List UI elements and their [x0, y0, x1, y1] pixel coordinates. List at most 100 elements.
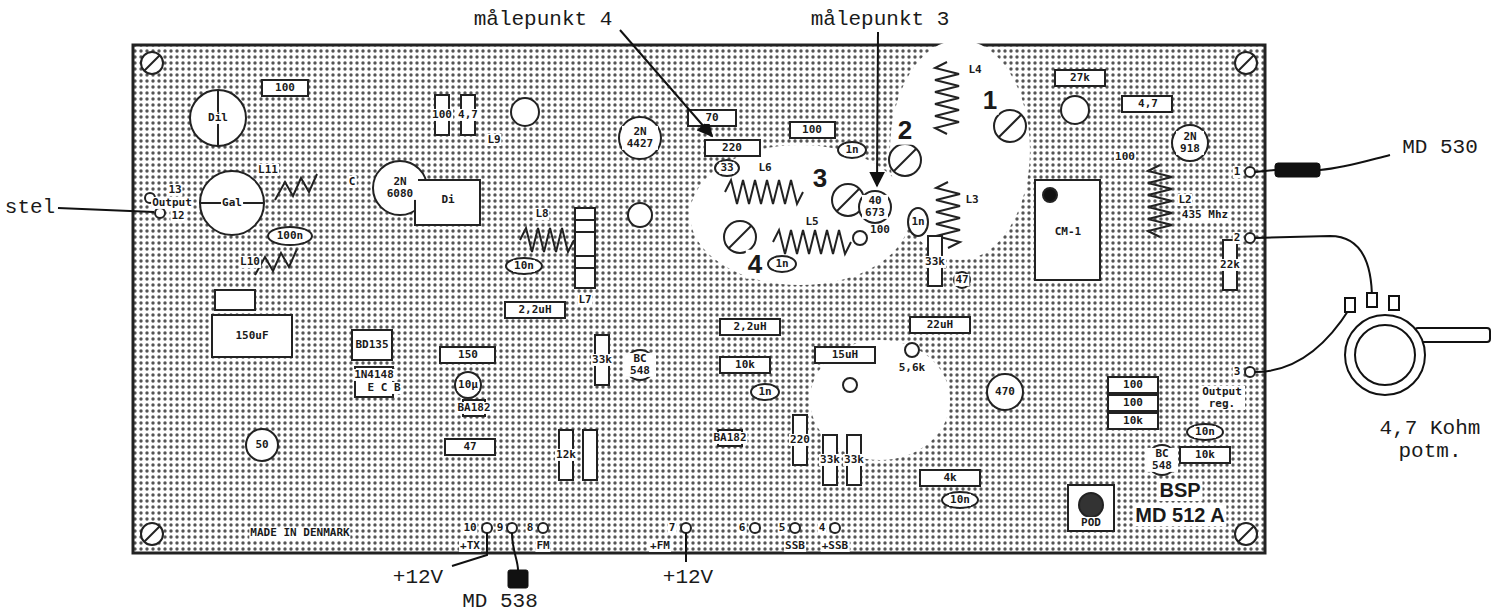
wire: [1320, 155, 1390, 170]
callout-number: 4: [746, 250, 764, 279]
component-label: 47: [954, 274, 969, 286]
component-label: 100: [869, 224, 891, 236]
component-label: CM-1: [1054, 226, 1083, 238]
component-label: 470: [994, 386, 1016, 398]
inductor-body: [575, 208, 595, 288]
resistor-symbol: [1122, 96, 1172, 112]
potentiometer-symbol: [1355, 325, 1415, 385]
wire: [452, 533, 487, 566]
capacitor-symbol: [1187, 424, 1223, 440]
semiconductor-body: [352, 330, 392, 360]
solder-pad: [145, 167, 1255, 533]
component-label: FM: [535, 540, 550, 552]
component-label: 10k: [1122, 415, 1144, 427]
component-label: 100: [801, 124, 823, 136]
potentiometer-symbol: [1389, 296, 1399, 310]
trimmer-symbol: [994, 110, 1026, 142]
resistor-symbol: [583, 430, 597, 480]
annotation-label: målepunkt 3: [811, 8, 950, 31]
inductor-body: [575, 267, 595, 269]
coil-symbol: [935, 62, 959, 134]
annotation-label: +12V: [393, 566, 443, 589]
component-label: 33k: [924, 256, 946, 268]
component-label: SSB: [784, 540, 806, 552]
resistor-symbol: [440, 347, 495, 363]
component-label: 12k: [555, 449, 577, 461]
leader-line: [58, 208, 154, 212]
component-label: 10n: [1194, 426, 1216, 438]
trimmer-symbol: [724, 221, 756, 253]
component-label: +TX: [459, 540, 481, 552]
semiconductor-body: [1035, 180, 1100, 280]
resistor-symbol: [720, 357, 770, 373]
potentiometer-symbol: [1345, 315, 1425, 395]
inductor-body: [575, 208, 595, 288]
component-label: BA182: [712, 432, 747, 444]
connector-plug: [508, 163, 1320, 588]
solder-pad: [681, 523, 691, 533]
board-marking: BSP: [1157, 479, 1202, 501]
component-label: 10: [462, 522, 477, 534]
semiconductor-body: [352, 180, 1114, 531]
component-label: 6: [738, 522, 747, 534]
capacitor-symbol: [415, 180, 480, 225]
mounting-screw: [1235, 52, 1257, 74]
component-label: 50: [254, 439, 269, 451]
component-label: 100n: [276, 230, 305, 242]
callout-number: 1: [981, 86, 999, 115]
capacitor-symbol: [768, 256, 796, 272]
transistor-symbol: [619, 117, 661, 159]
trimmer-symbol: [190, 90, 246, 146]
annotation-label: +12V: [663, 566, 713, 589]
component-label: 100: [274, 82, 296, 94]
component-label: 100: [431, 109, 453, 121]
component-label: 5: [778, 522, 787, 534]
component-label: Output: [151, 197, 193, 209]
capacitor-symbol: [838, 142, 866, 158]
component-label: 2,2uH: [517, 304, 552, 316]
potentiometer-symbol: [1415, 328, 1490, 342]
component-label: 33k: [591, 354, 613, 366]
annotation-label: målepunkt 4: [474, 8, 613, 31]
component-label: 10k: [1194, 449, 1216, 461]
connector-plug: [508, 570, 528, 588]
coil-symbol: [725, 180, 803, 204]
trimmer-symbol: [1061, 96, 1089, 124]
resistor-symbol: [445, 439, 495, 455]
component-label: L7: [577, 294, 592, 306]
component-label: L9: [486, 134, 501, 146]
mounting-screw: [141, 52, 1257, 545]
resistor-symbol: [1180, 447, 1230, 463]
wire: [512, 533, 518, 570]
transistor-symbol: [1147, 445, 1177, 475]
component-label: 1: [1233, 166, 1242, 178]
leader-line: [620, 30, 712, 136]
resistor-symbol: [1108, 413, 1158, 429]
component-label: Dil: [207, 112, 229, 124]
leader-line: [877, 32, 878, 186]
resistor-symbol: [920, 470, 980, 486]
solder-pad: [853, 231, 867, 245]
component-label: 2: [1233, 232, 1242, 244]
wire: [452, 155, 1390, 570]
mounting-screw: [144, 526, 160, 542]
solder-pad: [954, 272, 970, 288]
component-label: 100: [1114, 151, 1136, 163]
component-label: BC 548: [1146, 448, 1178, 472]
component-label: L3: [964, 194, 979, 206]
trimmer-symbol: [246, 429, 278, 461]
coil-symbol: [275, 174, 317, 200]
component-label: 4: [818, 522, 827, 534]
mounting-screw: [1238, 526, 1254, 542]
component-label: 22uH: [926, 319, 955, 331]
component-label: 33: [719, 162, 734, 174]
component-label: 1N4148: [353, 369, 395, 381]
component-label: +SSB: [821, 540, 850, 552]
resistor-symbol: [910, 317, 970, 333]
resistor-symbol: [262, 70, 1237, 486]
potentiometer-symbol: [1345, 298, 1355, 312]
component-label: 8: [526, 522, 535, 534]
component-label: 2N 918: [1176, 131, 1204, 155]
trimmer-symbol: [894, 149, 916, 171]
circuit-board: [890, 40, 1030, 260]
